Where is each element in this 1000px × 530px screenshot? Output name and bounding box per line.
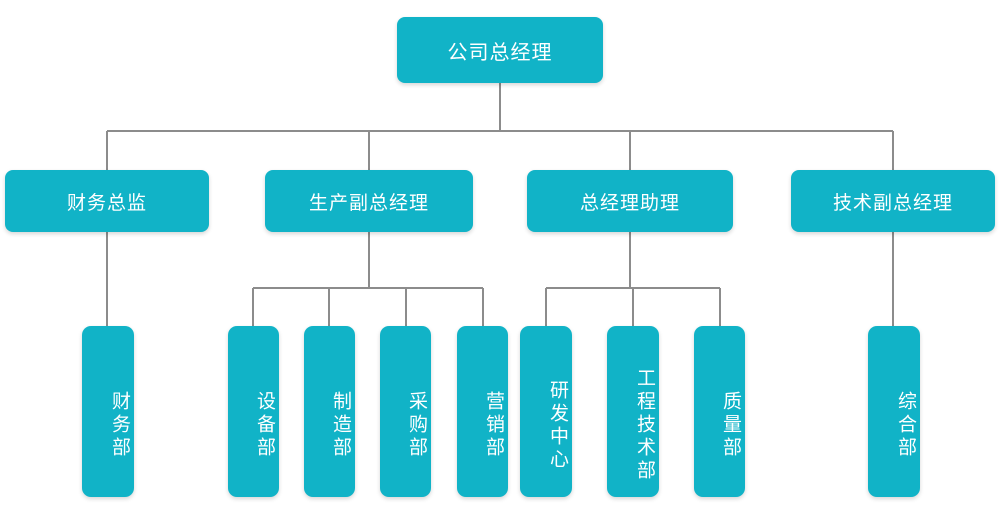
node-level2-1-label: 生产副总经理 [308,191,429,214]
node-leaf-6[interactable]: 工程技术部 [607,326,659,497]
node-leaf-3[interactable]: 采购部 [380,326,431,497]
node-leaf-1[interactable]: 设备部 [228,326,279,497]
node-level2-0-label: 财务总监 [66,191,147,214]
node-leaf-7[interactable]: 质量部 [694,326,745,497]
node-leaf-7-label: 质量部 [720,391,742,460]
node-leaf-8-label: 综合部 [895,391,917,460]
node-leaf-0-label: 财务部 [109,391,131,460]
node-leaf-4-label: 营销部 [483,391,505,460]
node-level2-3-label: 技术副总经理 [832,191,953,214]
node-level2-0[interactable]: 财务总监 [5,170,209,232]
node-leaf-2-label: 制造部 [330,391,352,460]
node-leaf-4[interactable]: 营销部 [457,326,508,497]
node-leaf-0[interactable]: 财务部 [82,326,134,497]
node-root[interactable]: 公司总经理 [397,17,603,83]
node-level2-3[interactable]: 技术副总经理 [791,170,995,232]
node-leaf-1-label: 设备部 [254,391,276,460]
node-leaf-2[interactable]: 制造部 [304,326,355,497]
node-leaf-8[interactable]: 综合部 [868,326,920,497]
node-leaf-5-label: 研发中心 [547,379,569,472]
node-leaf-6-label: 工程技术部 [634,368,656,483]
node-leaf-5[interactable]: 研发中心 [520,326,572,497]
node-level2-2[interactable]: 总经理助理 [527,170,733,232]
node-level2-2-label: 总经理助理 [579,191,680,214]
node-level2-1[interactable]: 生产副总经理 [265,170,473,232]
node-root-label: 公司总经理 [447,39,553,64]
node-leaf-3-label: 采购部 [406,391,428,460]
